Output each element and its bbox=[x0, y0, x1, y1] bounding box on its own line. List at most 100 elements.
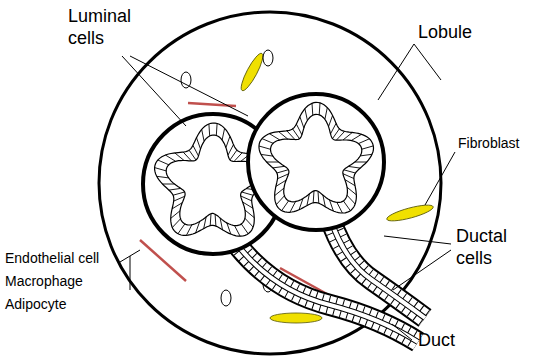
luminal-cell-border bbox=[155, 168, 167, 171]
luminal-cell-border bbox=[208, 124, 210, 136]
adipocyte bbox=[181, 72, 191, 88]
lumen-outline bbox=[166, 135, 260, 226]
luminal-cell-border bbox=[360, 154, 372, 156]
luminal-cell-border bbox=[158, 160, 169, 165]
luminal-cell-border bbox=[337, 202, 343, 213]
luminal-cell-border bbox=[299, 199, 303, 210]
luminal-cell-border bbox=[273, 166, 285, 168]
part-label: Luminal cells bbox=[68, 6, 158, 49]
luminal-cell-border bbox=[165, 155, 175, 161]
leader-line bbox=[130, 56, 248, 116]
epithelium-outer bbox=[259, 102, 374, 213]
luminal-cell-border bbox=[347, 187, 356, 195]
part-label: Macrophage bbox=[5, 273, 125, 290]
leader-line bbox=[425, 152, 455, 205]
luminal-cell-border bbox=[245, 210, 254, 218]
leader-line bbox=[130, 256, 131, 290]
lumen-outline bbox=[271, 114, 362, 202]
luminal-cell-border bbox=[202, 130, 204, 142]
part-label: Fibroblast bbox=[458, 135, 538, 152]
luminal-cell-border bbox=[261, 154, 273, 156]
fibroblast bbox=[386, 202, 435, 224]
luminal-cell-border bbox=[305, 109, 308, 121]
luminal-cell-border bbox=[204, 217, 207, 229]
lobule-duct-drawing bbox=[143, 94, 425, 342]
luminal-cell-border bbox=[351, 134, 361, 140]
fibroblast bbox=[270, 313, 322, 323]
luminal-cell-border bbox=[163, 184, 175, 185]
luminal-cell-border bbox=[270, 134, 280, 140]
luminal-cell-border bbox=[343, 132, 352, 140]
fibroblast bbox=[238, 51, 267, 93]
luminal-cell-border bbox=[323, 195, 325, 207]
luminal-cell-border bbox=[174, 196, 185, 201]
part-label: Duct bbox=[418, 330, 498, 352]
luminal-cell-border bbox=[287, 131, 295, 140]
luminal-cell-border bbox=[358, 139, 369, 144]
luminal-cell-border bbox=[189, 150, 196, 160]
part-label: Adipocyte bbox=[5, 296, 125, 313]
luminal-cell-border bbox=[227, 223, 231, 234]
luminal-cell-border bbox=[172, 219, 180, 228]
luminal-cell-border bbox=[171, 211, 180, 219]
luminal-cell-border bbox=[183, 152, 191, 161]
duct-lumen-edge bbox=[330, 218, 425, 318]
luminal-cell-border bbox=[312, 103, 314, 115]
luminal-cell-border bbox=[222, 128, 225, 140]
luminal-cell-border bbox=[178, 224, 185, 234]
luminal-cell-border bbox=[319, 103, 321, 115]
luminal-cell-border bbox=[347, 195, 355, 204]
luminal-cell-border bbox=[241, 196, 252, 201]
luminal-cell-border bbox=[245, 218, 253, 227]
ductal-cell-border bbox=[330, 218, 425, 318]
leader-line bbox=[122, 56, 186, 126]
luminal-cell-border bbox=[216, 124, 218, 136]
luminal-cell-border bbox=[329, 200, 333, 211]
luminal-cell-border bbox=[275, 188, 284, 196]
part-label: Endothelial cell bbox=[5, 250, 125, 267]
luminal-cell-border bbox=[300, 117, 304, 128]
luminal-cell-border bbox=[333, 129, 340, 139]
luminal-cell-border bbox=[336, 131, 344, 140]
part-label: Ductal cells bbox=[456, 226, 534, 269]
luminal-cell-border bbox=[267, 162, 279, 163]
luminal-cell-border bbox=[344, 170, 356, 173]
luminal-cell-border bbox=[318, 191, 320, 203]
luminal-cell-border bbox=[230, 150, 237, 160]
luminal-cell-border bbox=[186, 225, 192, 236]
luminal-cell-border bbox=[262, 139, 273, 144]
luminal-cell-border bbox=[362, 146, 374, 149]
adipocyte bbox=[221, 290, 231, 306]
leader-line bbox=[384, 236, 451, 244]
luminal-cell-border bbox=[279, 132, 288, 140]
luminal-cell-border bbox=[210, 214, 212, 226]
luminal-cell-border bbox=[282, 201, 289, 211]
luminal-cell-border bbox=[220, 218, 222, 230]
luminal-cell-border bbox=[278, 174, 289, 179]
luminal-cell-border bbox=[242, 192, 254, 195]
luminal-cell-border bbox=[290, 202, 296, 213]
leader-lines bbox=[120, 44, 455, 340]
luminal-cell-border bbox=[276, 196, 284, 205]
luminal-cell-border bbox=[325, 108, 327, 120]
duct-wall bbox=[330, 218, 425, 318]
luminal-cell-border bbox=[343, 201, 350, 211]
luminal-cell-border bbox=[226, 136, 230, 147]
luminal-cell-border bbox=[277, 170, 289, 173]
luminal-cell-border bbox=[172, 203, 182, 209]
luminal-cell-border bbox=[345, 180, 355, 186]
luminal-cell-border bbox=[243, 202, 253, 208]
luminal-cell-border bbox=[173, 192, 185, 195]
part-label: Lobule bbox=[418, 22, 508, 44]
leader-line bbox=[392, 324, 412, 340]
leader-line bbox=[414, 44, 441, 80]
luminal-cell-border bbox=[296, 124, 302, 135]
leader-line bbox=[378, 44, 414, 100]
duct-lumen bbox=[330, 218, 425, 318]
luminal-cell-border bbox=[234, 153, 242, 162]
luminal-cell-border bbox=[343, 174, 354, 179]
luminal-cell-border bbox=[169, 188, 181, 190]
luminal-cell-border bbox=[331, 123, 337, 134]
